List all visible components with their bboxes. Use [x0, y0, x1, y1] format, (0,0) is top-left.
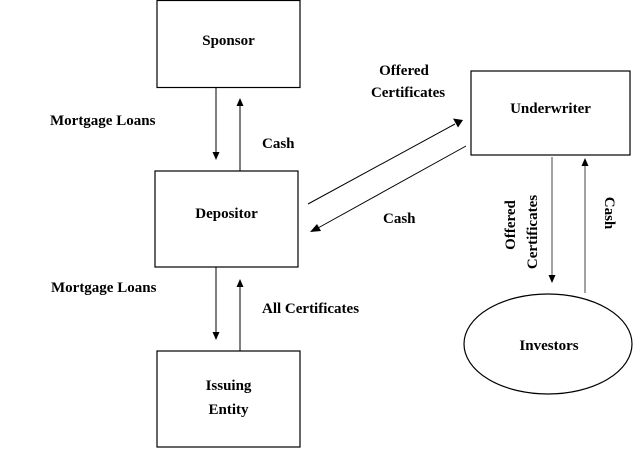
investors-ellipse: [463, 293, 633, 395]
arrow-depositor-to-sponsor: [236, 98, 244, 171]
investors-label: Investors: [519, 338, 578, 354]
underwriter-label: Underwriter: [510, 101, 591, 117]
depositor-box: [154, 170, 299, 268]
depositor-node: Depositor: [154, 170, 299, 268]
arrowhead-up-icon: [581, 158, 589, 166]
label-offered-certificates-line1: Offered: [379, 63, 429, 79]
arrow-depositor-to-underwriter: [307, 118, 463, 205]
sponsor-label: Sponsor: [202, 33, 255, 49]
issuing-entity-node: Issuing Entity: [156, 350, 301, 448]
sponsor-box: [156, 0, 301, 89]
label-all-certificates: All Certificates: [262, 301, 359, 317]
label-offered-certificates-vertical-line1: Offered: [503, 199, 519, 249]
arrow-issuing-to-depositor: [236, 279, 244, 351]
sponsor-node: Sponsor: [156, 0, 301, 89]
label-offered-certificates-line2: Certificates: [371, 85, 445, 101]
arrowhead-icon: [453, 118, 463, 128]
arrow-depositor-to-issuing: [212, 267, 220, 340]
arrowhead-down-icon: [212, 332, 220, 340]
arrow-investors-to-underwriter: [581, 158, 589, 293]
underwriter-node: Underwriter: [470, 70, 631, 156]
arrowhead-up-icon: [236, 98, 244, 106]
arrowhead-down-icon: [212, 152, 220, 160]
label-cash-sponsor: Cash: [262, 136, 295, 152]
arrowhead-down-icon: [548, 275, 556, 283]
issuing-entity-box: [156, 350, 301, 448]
arrow-line: [307, 123, 456, 205]
arrow-line: [317, 145, 467, 229]
arrow-underwriter-to-investors: [548, 157, 556, 283]
label-offered-certificates-vertical-line2: Certificates: [525, 195, 541, 269]
issuing-entity-label-line2: Entity: [208, 402, 249, 418]
investors-node: Investors: [463, 293, 633, 395]
arrowhead-icon: [310, 224, 321, 232]
issuing-entity-label-line1: Issuing: [206, 378, 252, 394]
label-cash-depositor: Cash: [383, 211, 416, 227]
underwriter-box: [470, 70, 631, 156]
depositor-label: Depositor: [195, 206, 258, 222]
arrowhead-up-icon: [236, 279, 244, 287]
label-mortgage-loans-top: Mortgage Loans: [50, 113, 156, 129]
label-cash-investors: Cash: [601, 197, 617, 230]
arrow-underwriter-to-depositor: [310, 145, 467, 232]
label-mortgage-loans-bottom: Mortgage Loans: [51, 280, 157, 296]
arrow-sponsor-to-depositor: [212, 88, 220, 160]
